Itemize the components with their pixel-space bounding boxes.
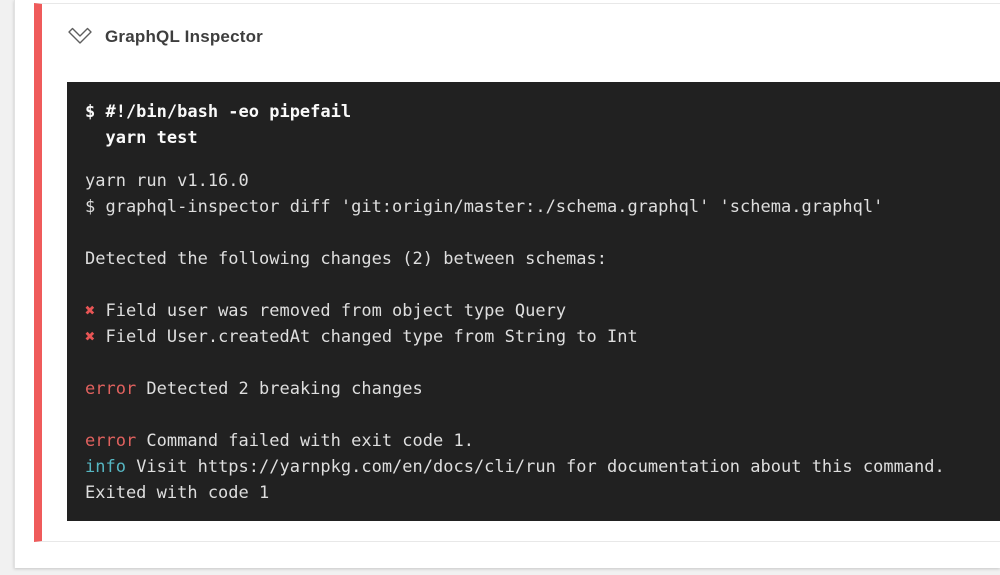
build-steps-panel: GraphQL Inspector $ #!/bin/bash -eo pipe…: [14, 0, 1000, 568]
terminal-line: [85, 350, 982, 376]
terminal-segment-plain: Command failed with exit code 1.: [136, 431, 474, 451]
terminal-line: error Detected 2 breaking changes: [85, 376, 982, 402]
terminal-segment-error: error: [85, 431, 137, 451]
chevron-down-icon[interactable]: [67, 26, 93, 48]
terminal-segment-plain: Exited with code 1: [85, 483, 270, 503]
terminal-segment-plain: yarn run v1.16.0: [85, 171, 249, 191]
terminal-line: [85, 220, 982, 246]
terminal-segment-plain: Visit https://yarnpkg.com/en/docs/cli/ru…: [125, 457, 945, 477]
terminal-segment-info: info: [85, 457, 126, 477]
terminal-line: [85, 272, 982, 298]
terminal-output: $ #!/bin/bash -eo pipefail yarn test yarn…: [67, 82, 1000, 521]
terminal-segment-cross: ✖: [85, 301, 96, 321]
terminal-segment-plain: Detected the following changes (2) betwe…: [85, 249, 607, 269]
terminal-segment-plain: Field User.createdAt changed type from S…: [95, 327, 638, 347]
terminal-line: error Command failed with exit code 1.: [85, 428, 982, 454]
terminal-segment-plain: Field user was removed from object type …: [95, 301, 567, 321]
terminal-line: ✖ Field User.createdAt changed type from…: [85, 324, 982, 350]
terminal-line: Detected the following changes (2) betwe…: [85, 246, 982, 272]
terminal-line: ✖ Field user was removed from object typ…: [85, 298, 982, 324]
terminal-line: $ #!/bin/bash -eo pipefail: [85, 99, 982, 125]
terminal-line: $ graphql-inspector diff 'git:origin/mas…: [85, 194, 982, 220]
terminal-line: Exited with code 1: [85, 480, 982, 506]
terminal-line: info Visit https://yarnpkg.com/en/docs/c…: [85, 454, 982, 480]
terminal-line: [85, 402, 982, 428]
terminal-segment-cross: ✖: [85, 327, 96, 347]
terminal-segment-plain: $ graphql-inspector diff 'git:origin/mas…: [85, 197, 884, 217]
step-header[interactable]: GraphQL Inspector: [42, 4, 1000, 48]
build-step-card-failed: GraphQL Inspector $ #!/bin/bash -eo pipe…: [34, 3, 1000, 542]
terminal-segment-bold: $ #!/bin/bash -eo pipefail: [85, 102, 352, 122]
terminal-line: yarn test: [85, 125, 982, 151]
terminal-segment-error: error: [85, 379, 137, 399]
terminal-line: yarn run v1.16.0: [85, 168, 982, 194]
terminal-line: [85, 151, 982, 168]
step-title: GraphQL Inspector: [105, 27, 264, 46]
terminal-segment-bold: yarn test: [85, 128, 198, 148]
terminal-segment-plain: Detected 2 breaking changes: [136, 379, 423, 399]
